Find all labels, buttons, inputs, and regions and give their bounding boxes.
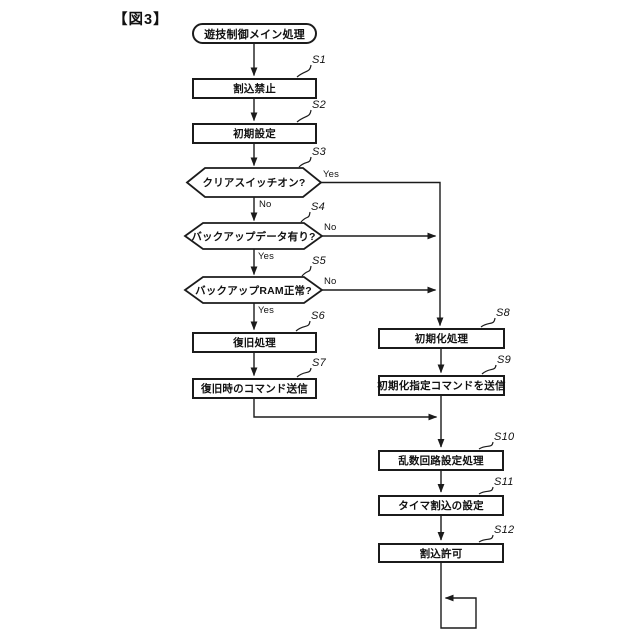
arrow-s12-loop bbox=[440, 562, 477, 629]
step-number-s5: S5 bbox=[312, 255, 327, 267]
arrow-s3-yes-to-s8 bbox=[321, 181, 444, 327]
branch-label-s5-no: No bbox=[324, 276, 337, 287]
step-s2-box: 初期設定 bbox=[192, 123, 317, 144]
step-s4-label: バックアップデータ有り? bbox=[191, 230, 316, 243]
leader-s12 bbox=[478, 534, 494, 543]
step-number-s9: S9 bbox=[497, 354, 512, 366]
branch-label-s3-yes: Yes bbox=[323, 169, 340, 180]
branch-label-s3-no: No bbox=[259, 199, 272, 210]
step-s4-decision: バックアップデータ有り? bbox=[185, 223, 322, 249]
step-s10-box: 乱数回路設定処理 bbox=[378, 450, 504, 471]
leader-s11 bbox=[478, 486, 494, 495]
leader-s6 bbox=[295, 320, 311, 332]
step-s8-label: 初期化処理 bbox=[414, 333, 469, 345]
branch-label-s4-no: No bbox=[324, 222, 337, 233]
step-s5-decision: バックアップRAM正常? bbox=[185, 277, 322, 303]
step-s3-label: クリアスイッチオン? bbox=[202, 177, 306, 189]
step-s11-box: タイマ割込の設定 bbox=[378, 495, 504, 516]
start-node-label: 遊技制御メイン処理 bbox=[204, 28, 305, 41]
step-s2-label: 初期設定 bbox=[233, 128, 276, 140]
step-s6-box: 復旧処理 bbox=[192, 332, 317, 353]
step-s6-label: 復旧処理 bbox=[233, 337, 276, 349]
step-number-s1: S1 bbox=[312, 54, 327, 66]
leader-s3 bbox=[298, 156, 312, 168]
step-s1-label: 割込禁止 bbox=[233, 83, 276, 95]
step-s12-label: 割込許可 bbox=[419, 547, 463, 560]
leader-s2 bbox=[296, 109, 312, 123]
branch-label-s4-yes: Yes bbox=[258, 251, 275, 262]
step-s8-box: 初期化処理 bbox=[378, 328, 505, 349]
leader-s1 bbox=[296, 64, 312, 78]
step-s9-box: 初期化指定コマンドを送信 bbox=[377, 375, 506, 396]
step-number-s8: S8 bbox=[496, 307, 511, 319]
step-number-s7: S7 bbox=[312, 357, 327, 369]
step-s7-label: 復旧時のコマンド送信 bbox=[201, 383, 308, 395]
leader-s10 bbox=[478, 441, 494, 450]
step-number-s4: S4 bbox=[311, 201, 326, 213]
decision-s4-shape bbox=[183, 222, 324, 250]
leader-s9 bbox=[481, 364, 497, 375]
step-s9-label: 初期化指定コマンドを送信 bbox=[377, 380, 506, 392]
step-number-s6: S6 bbox=[311, 310, 326, 322]
step-s10-label: 乱数回路設定処理 bbox=[398, 455, 484, 467]
step-s11-label: タイマ割込の設定 bbox=[398, 500, 484, 512]
step-s1-box: 割込禁止 bbox=[192, 78, 317, 99]
leader-s5 bbox=[301, 265, 312, 277]
step-s3-decision: クリアスイッチオン? bbox=[187, 168, 321, 197]
step-number-s3: S3 bbox=[312, 146, 327, 158]
decision-s3-shape bbox=[185, 167, 323, 198]
step-number-s2: S2 bbox=[312, 99, 327, 111]
step-s12-box: 割込許可 bbox=[378, 543, 504, 563]
step-number-s10: S10 bbox=[494, 431, 515, 443]
step-s5-label: バックアップRAM正常? bbox=[195, 284, 312, 297]
decision-s5-shape bbox=[183, 276, 324, 304]
arrow-s7-to-trunk bbox=[253, 398, 438, 421]
step-s7-box: 復旧時のコマンド送信 bbox=[192, 378, 317, 399]
leader-s4 bbox=[300, 211, 311, 223]
step-number-s12: S12 bbox=[494, 524, 515, 536]
step-number-s11: S11 bbox=[494, 476, 514, 488]
start-node: 遊技制御メイン処理 bbox=[192, 23, 317, 44]
branch-label-s5-yes: Yes bbox=[258, 305, 275, 316]
leader-s7 bbox=[296, 367, 312, 378]
leader-s8 bbox=[480, 317, 496, 328]
figure-title: 【図3】 bbox=[113, 12, 169, 28]
